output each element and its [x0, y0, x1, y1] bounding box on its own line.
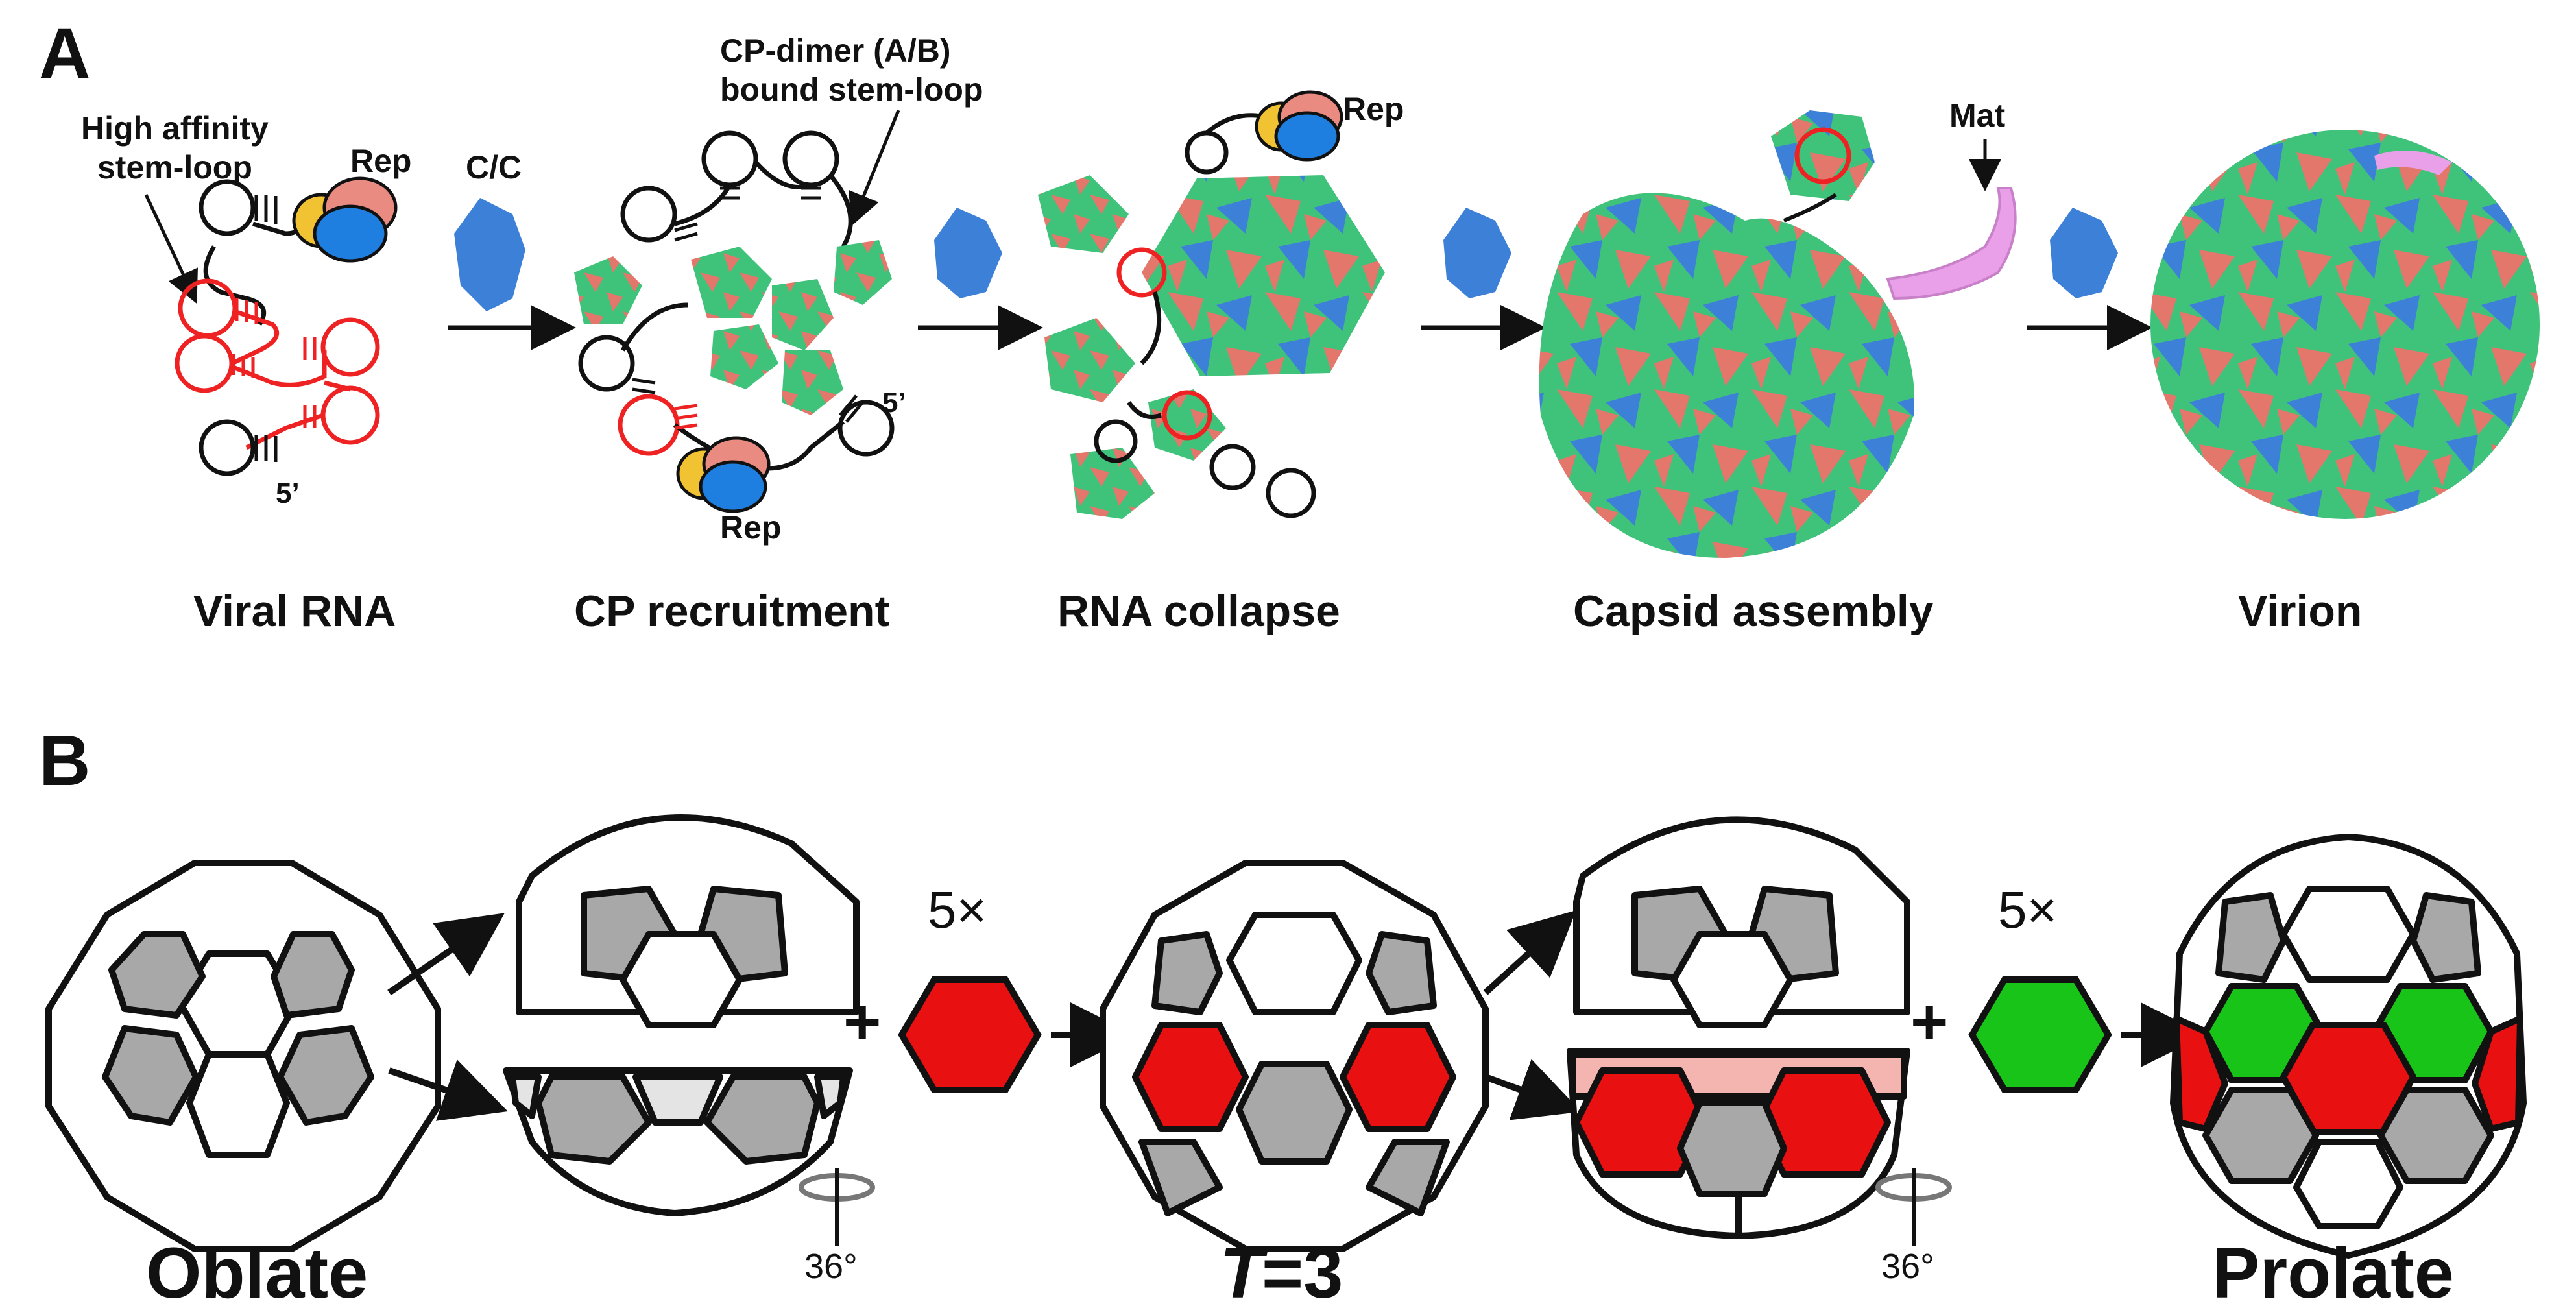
rotation-icon-1 [799, 1168, 875, 1246]
stage-label-virion: Virion [2238, 586, 2362, 636]
virion-diagram [2150, 130, 2540, 519]
red-hexagon-icon [898, 976, 1042, 1093]
stage-label-capsid-assembly: Capsid assembly [1573, 586, 1934, 636]
stem-loop-red-4 [320, 385, 380, 445]
dimer-blob-4 [2050, 208, 2118, 298]
panel-a-letter: A [39, 14, 90, 93]
stage-label-cp-recruitment: CP recruitment [574, 586, 889, 636]
arrow-b-4 [1483, 910, 1576, 995]
plus-sign-2: + [1910, 986, 1948, 1059]
arrow-b-2 [388, 1059, 508, 1121]
cc-label: C/C [466, 149, 522, 186]
cp-dimer-pointer [849, 110, 900, 226]
five-prime-label-1: 5’ [276, 478, 300, 509]
cp-dimer-clusters [574, 240, 892, 415]
rna-red-path [230, 309, 351, 450]
stage-label-viral-rna: Viral RNA [193, 586, 396, 636]
viral-rna-diagram: High affinity stem-loop [81, 110, 380, 509]
arrow-b-5 [1484, 1059, 1582, 1120]
mat-protein [1886, 187, 2017, 300]
cp-recruitment-diagram: CP-dimer (A/B) bound stem-loop 5’ [578, 32, 983, 471]
stem-loop-red-cp [618, 394, 680, 456]
panel-a: A High affinity stem-loop [39, 14, 2540, 636]
panel-b: B Oblate [39, 721, 2527, 1306]
multiplier-label-2: 5× [1998, 881, 2057, 939]
stem-loop-red-1 [178, 278, 237, 338]
t3-ball [1100, 860, 1489, 1252]
rotation-label-2: 36° [1881, 1247, 1934, 1286]
rotation-label-1: 36° [804, 1247, 858, 1286]
panel-b-letter: B [39, 721, 90, 801]
cp-dimer-label-2: bound stem-loop [720, 71, 983, 108]
oblate-ball [45, 860, 441, 1252]
rep-protein-1 [292, 176, 398, 263]
capsid-assembly-diagram [1539, 110, 2017, 558]
high-affinity-label-1: High affinity [81, 110, 269, 147]
mat-label: Mat [1949, 97, 2005, 134]
t3-label-rest: =3 [1262, 1233, 1343, 1306]
stem-loop-red-3 [320, 317, 380, 377]
rna-collapse-diagram [1038, 113, 1385, 519]
stem-loop-red-2 [175, 333, 234, 393]
cp-dimer-label-1: CP-dimer (A/B) [720, 32, 951, 69]
t3-bottom-half [1567, 1048, 1910, 1239]
dimer-blob-3 [1443, 208, 1511, 298]
oblate-bottom-half [503, 1067, 853, 1216]
rep-label-1: Rep [350, 143, 411, 179]
rep-label-2: Rep [720, 509, 781, 546]
stage-label-rna-collapse: RNA collapse [1057, 586, 1340, 636]
rep-label-3: Rep [1343, 91, 1404, 127]
stem-rungs-cp [632, 186, 864, 423]
oblate-top-half [516, 814, 860, 1028]
dimer-blob-2 [934, 208, 1002, 298]
high-affinity-pointer [144, 193, 198, 304]
rep-protein-2 [676, 436, 771, 513]
rotation-icon-2 [1875, 1168, 1952, 1246]
stage-labels: Viral RNA CP recruitment RNA collapse Ca… [193, 586, 2362, 636]
five-prime-label-2: 5’ [882, 387, 906, 418]
plus-sign-1: + [843, 986, 881, 1059]
multiplier-label-1: 5× [928, 881, 987, 939]
prolate-label: Prolate [2212, 1233, 2454, 1306]
rna-backbone-cp [620, 160, 853, 471]
t3-label-italic: T [1220, 1233, 1268, 1306]
cc-dimer-blob [454, 198, 525, 311]
oblate-label: Oblate [146, 1233, 368, 1306]
t3-top-half [1573, 816, 1910, 1028]
arrow-b-1 [387, 913, 505, 996]
green-hexagon-icon [1968, 976, 2112, 1093]
rep-protein-3 [1255, 90, 1343, 162]
prolate-ball [2170, 834, 2527, 1259]
stem-loop-black-top [199, 179, 256, 236]
stem-rungs-red [232, 298, 317, 428]
stem-loop-black-bottom [199, 419, 256, 476]
